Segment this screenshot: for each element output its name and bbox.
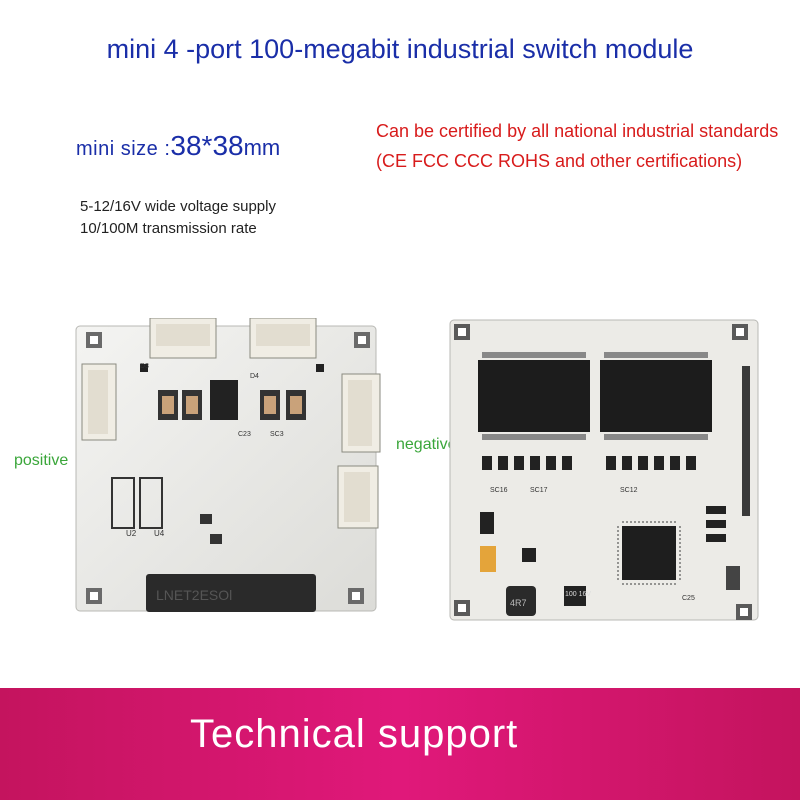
spec-list: 5-12/16V wide voltage supply 10/100M tra… (80, 196, 276, 240)
silk-sc17: SC17 (530, 487, 548, 494)
silk-u2: U2 (126, 529, 137, 538)
silk-d3: D3 (140, 363, 149, 370)
silk-d4: D4 (250, 373, 259, 380)
spec-voltage: 5-12/16V wide voltage supply (80, 198, 276, 215)
size-unit: mm (243, 135, 281, 160)
spec-rate: 10/100M transmission rate (80, 220, 257, 237)
label-negative: negative (396, 436, 457, 453)
support-banner (0, 688, 800, 800)
silk-cap: 100 16V (565, 591, 591, 598)
silk-sc16: SC16 (490, 487, 508, 494)
silk-u4: U4 (154, 529, 165, 538)
silk-sc12: SC12 (620, 487, 638, 494)
silk-4r7: 4R7 (510, 598, 527, 608)
svg-text:LNET2ESOl: LNET2ESOl (156, 587, 232, 603)
silk-c23: C23 (238, 431, 251, 438)
size-label: mini size : (76, 138, 171, 160)
certification-line-1: Can be certified by all national industr… (376, 121, 779, 141)
silk-sc3: SC3 (270, 431, 284, 438)
certification-line-2: (CE FCC CCC ROHS and other certification… (376, 151, 743, 171)
size-line: mini size :38*38mm (76, 130, 280, 162)
page-title: mini 4 -port 100-megabit industrial swit… (106, 34, 694, 64)
board-front-image: LNET2ESOl U2 U4 D3 D4 C23 SC3 (75, 318, 381, 612)
size-value: 38*38 (170, 130, 244, 161)
label-positive: positive (14, 452, 69, 469)
silk-c25: C25 (682, 595, 695, 602)
certification-text: Can be certified by all national industr… (376, 116, 778, 176)
board-back-image: 4R7 100 16V SC16 SC17 SC12 C25 (449, 319, 759, 621)
banner-text: Technical support (190, 712, 519, 756)
